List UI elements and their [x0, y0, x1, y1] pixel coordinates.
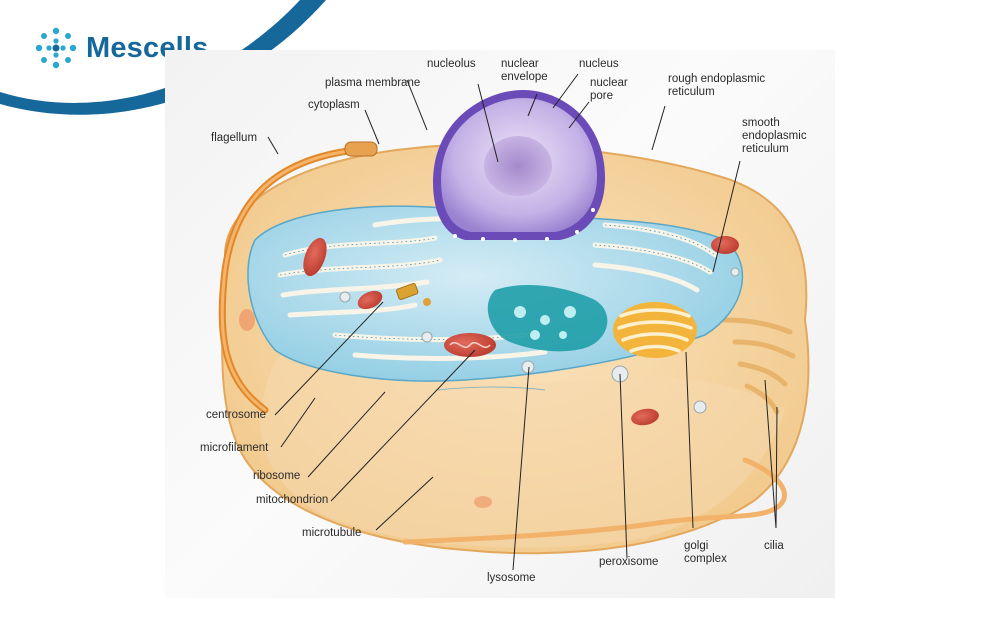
- brand-logo[interactable]: Mescells: [34, 26, 209, 70]
- label-plasma-membrane: plasma membrane: [325, 77, 421, 89]
- label-golgi-complex: golgi complex: [684, 540, 727, 565]
- microtubule-fibre: [402, 457, 787, 545]
- label-flagellum: flagellum: [211, 132, 258, 144]
- cell-cluster-icon: [35, 27, 77, 69]
- golgi-shape: [613, 302, 697, 358]
- label-microtubule: microtubule: [302, 527, 362, 539]
- label-nuclear-pore: nuclear pore: [590, 77, 628, 102]
- label-smooth-er: smooth endoplasmic reticulum: [742, 117, 807, 155]
- label-nucleus: nucleus: [579, 58, 619, 70]
- cell-illustration: [218, 73, 810, 571]
- label-nuclear-envelope: nuclear envelope: [501, 58, 548, 83]
- label-cilia: cilia: [764, 540, 784, 552]
- lysosome-shape: [521, 360, 535, 374]
- label-centrosome: centrosome: [206, 409, 267, 421]
- leader-lines: [267, 73, 778, 571]
- cell-diagram: nucleolus nuclear envelope nucleus nucle…: [165, 50, 835, 598]
- nucleus-shape: [433, 90, 605, 242]
- label-nucleolus: nucleolus: [427, 58, 476, 70]
- label-peroxisome: peroxisome: [599, 556, 659, 568]
- centrosome-shape: [395, 282, 419, 300]
- cilia-shapes: [722, 317, 796, 415]
- nucleolus-shape: [484, 136, 552, 196]
- label-mitochondrion: mitochondrion: [256, 494, 329, 506]
- label-ribosome: ribosome: [253, 470, 301, 482]
- label-microfilament: microfilament: [200, 442, 269, 454]
- mitochondria-shapes: [239, 236, 739, 508]
- label-cytoplasm: cytoplasm: [308, 99, 360, 111]
- label-rough-er: rough endoplasmic reticulum: [668, 73, 766, 98]
- label-lysosome: lysosome: [487, 572, 536, 584]
